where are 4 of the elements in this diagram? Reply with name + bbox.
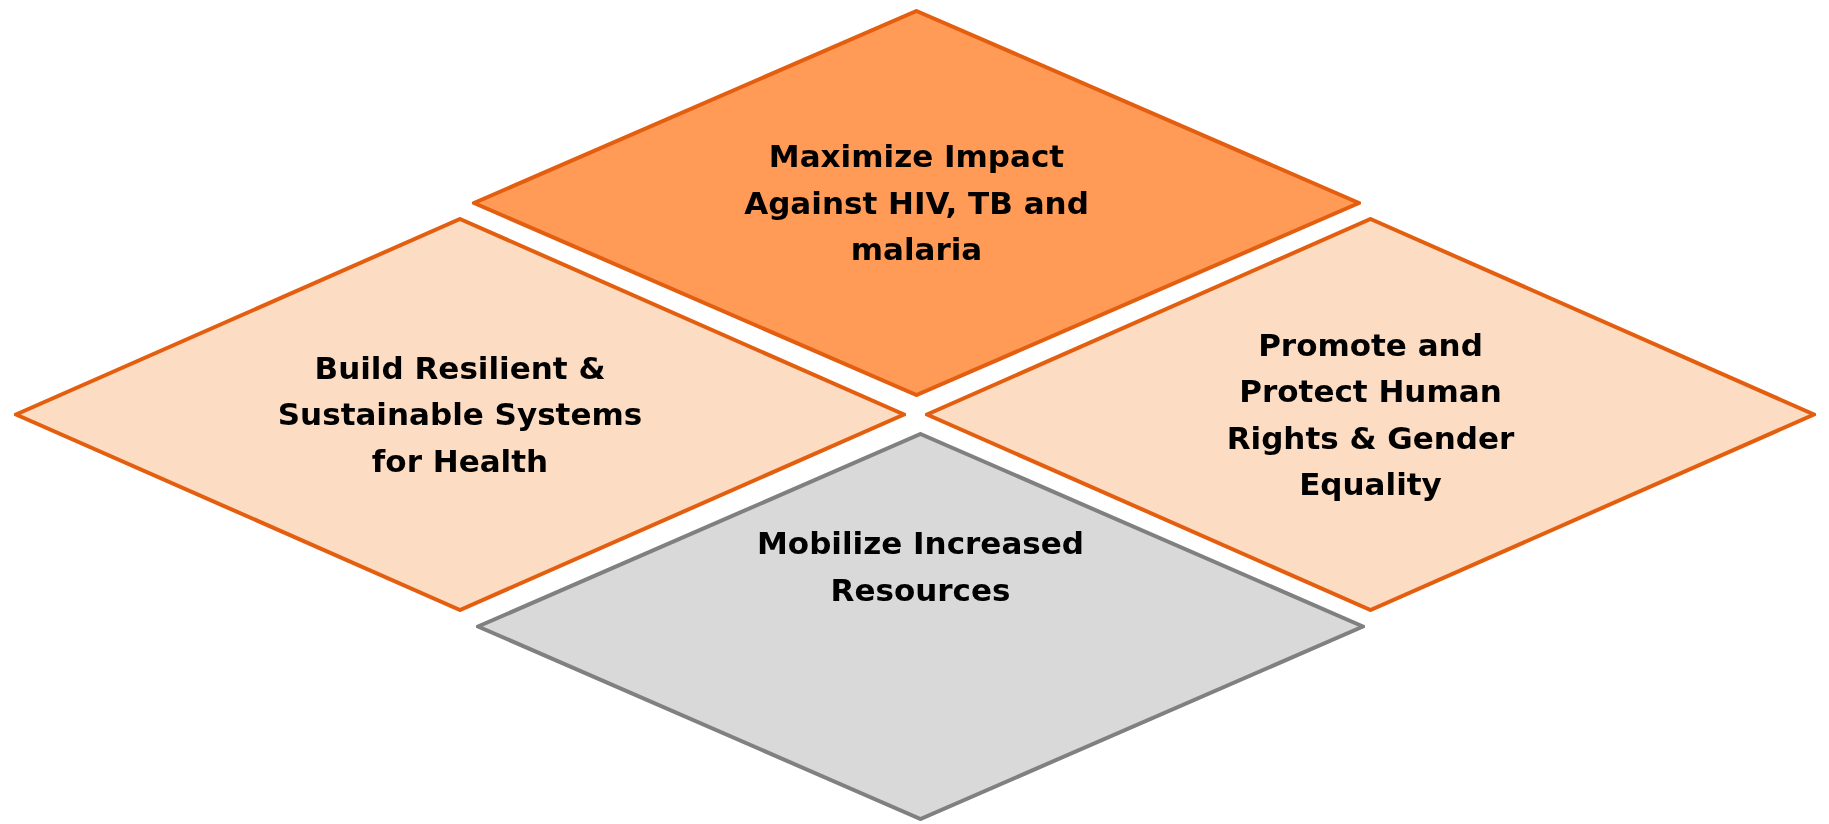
diamond-label: Build Resilient & Sustainable Systems for Health [276,348,644,481]
diamond-label: Mobilize Increased Resources [756,524,1085,610]
diamond-label: Promote and Protect Human Rights & Gender Equality [1225,325,1516,504]
diamond-label: Maximize Impact Against HIV, TB and malaria [743,137,1090,270]
